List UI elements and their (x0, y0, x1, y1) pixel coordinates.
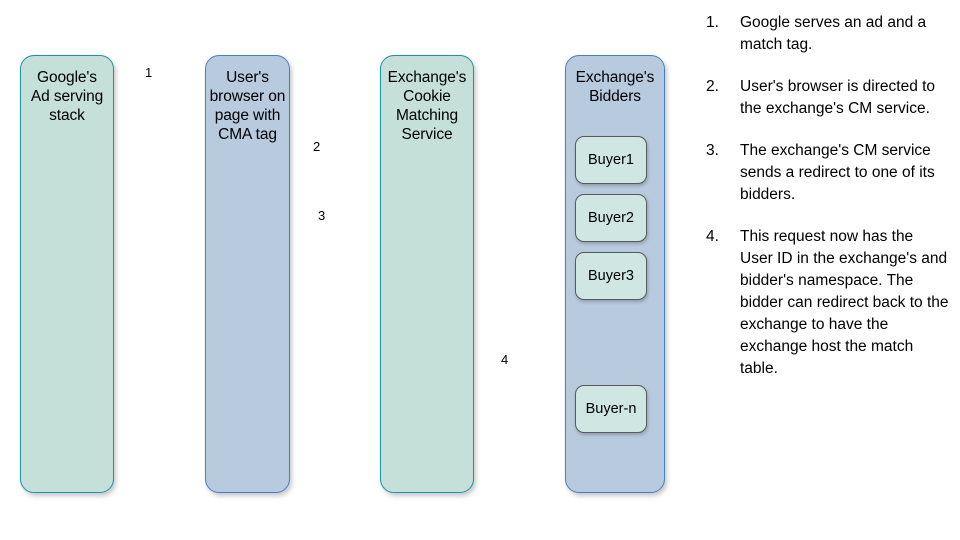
buyer-box-buyer3: Buyer3 (575, 252, 647, 300)
lane-label-exchange-bidders: Exchange's Bidders (575, 69, 655, 105)
lane-google-ad-serving-stack: Google's Ad serving stack (20, 55, 114, 493)
buyer-label-buyer1: Buyer1 (588, 152, 634, 168)
arrow-4-number: 4 (501, 352, 509, 367)
buyer-label-buyer2: Buyer2 (588, 210, 634, 226)
step-text-1: Google serves an ad and a match tag. (740, 14, 927, 53)
step-number-2: 2. (706, 78, 719, 95)
step-number-4: 4. (706, 228, 719, 245)
step-number-3: 3. (706, 142, 719, 159)
steps-list: 1. Google serves an ad and a match tag. … (706, 12, 950, 400)
step-text-4: This request now has the User ID in the … (740, 228, 949, 377)
lane-label-google-ad-serving-stack: Google's Ad serving stack (30, 69, 104, 124)
arrow-2-number: 2 (313, 139, 321, 154)
arrow-3-number: 3 (318, 208, 326, 223)
buyer-label-buyer3: Buyer3 (588, 268, 634, 284)
buyer-box-buyer-n: Buyer-n (575, 385, 647, 433)
lane-label-user-browser: User's browser on page with CMA tag (209, 69, 286, 143)
buyer-box-buyer1: Buyer1 (575, 136, 647, 184)
buyer-box-buyer2: Buyer2 (575, 194, 647, 242)
lane-exchange-cookie-matching-service: Exchange's Cookie Matching Service (380, 55, 474, 493)
step-item-4: 4. This request now has the User ID in t… (706, 226, 950, 380)
step-text-3: The exchange's CM service sends a redire… (740, 142, 935, 203)
buyer-label-buyer-n: Buyer-n (585, 401, 637, 417)
lane-label-exchange-cookie-matching-service: Exchange's Cookie Matching Service (387, 69, 467, 143)
lane-user-browser: User's browser on page with CMA tag (205, 55, 290, 493)
step-item-3: 3. The exchange's CM service sends a red… (706, 140, 950, 206)
step-item-1: 1. Google serves an ad and a match tag. (706, 12, 950, 56)
step-item-2: 2. User's browser is directed to the exc… (706, 76, 950, 120)
arrow-1-number: 1 (145, 65, 153, 80)
step-number-1: 1. (706, 14, 719, 31)
step-text-2: User's browser is directed to the exchan… (740, 78, 936, 117)
